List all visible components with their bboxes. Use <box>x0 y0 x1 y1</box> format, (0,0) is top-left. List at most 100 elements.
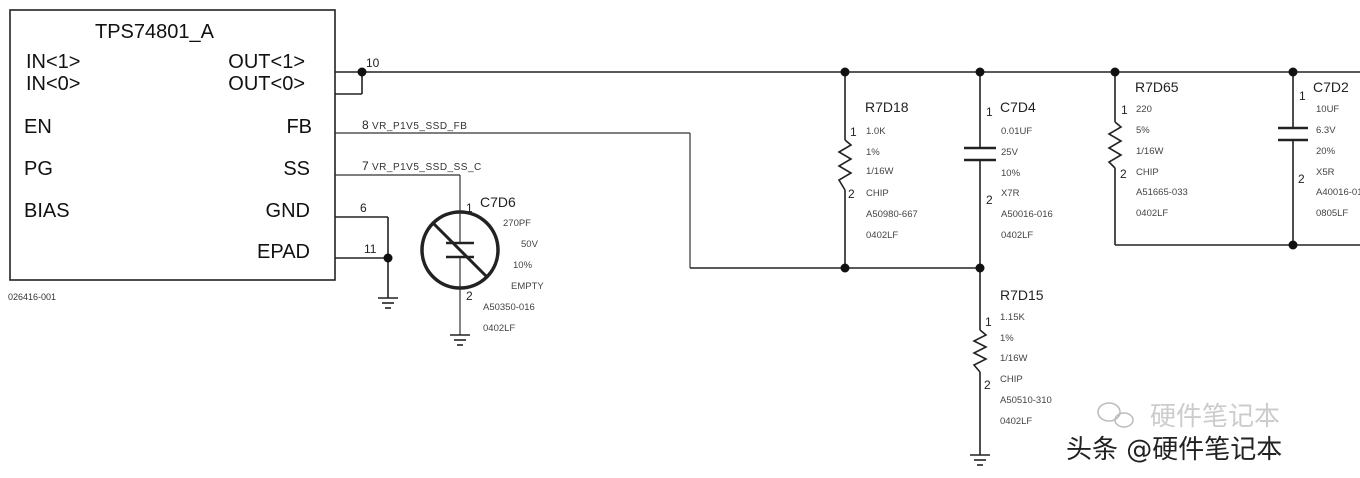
c7d2-pin2: 2 <box>1298 172 1305 186</box>
r7d18-value: 1.0K <box>866 126 886 137</box>
r7d65-power: 1/16W <box>1136 146 1163 157</box>
c7d4-value: 0.01UF <box>1001 126 1032 137</box>
c7d4-dielectric: X7R <box>1001 188 1020 199</box>
r7d65-part: A51665-033 <box>1136 187 1188 198</box>
r7d65-value: 220 <box>1136 104 1152 115</box>
c7d6-package: 0402LF <box>483 323 515 334</box>
watermark-top: 硬件笔记本 <box>1150 402 1280 432</box>
capacitor-c7d4: C7D4 1 2 0.01UF 25V 10% X7R A50016-016 0… <box>964 99 1053 241</box>
r7d18-part: A50980-667 <box>866 209 918 220</box>
r7d18-ref: R7D18 <box>865 99 909 115</box>
pin-label-fb: FB <box>286 116 312 138</box>
r7d15-zigzag <box>972 329 988 373</box>
pin-num-fb: 8 <box>362 118 369 132</box>
pin-label-pg: PG <box>24 158 53 180</box>
r7d15-type: CHIP <box>1000 374 1023 385</box>
c7d6-pin2: 2 <box>466 289 473 303</box>
r7d65-tolerance: 5% <box>1136 125 1150 136</box>
r7d65-type: CHIP <box>1136 167 1159 178</box>
pin-label-in1: IN<1> <box>26 51 80 73</box>
c7d2-part: A40016-016 <box>1316 187 1360 198</box>
junction-r7d18-top <box>840 67 850 77</box>
c7d6-pin1: 1 <box>466 201 473 215</box>
c7d2-value: 10UF <box>1316 104 1339 115</box>
pin-label-epad: EPAD <box>257 241 310 263</box>
r7d65-ref: R7D65 <box>1135 79 1179 95</box>
r7d15-power: 1/16W <box>1000 353 1027 364</box>
c7d4-tolerance: 10% <box>1001 168 1021 179</box>
c7d2-voltage: 6.3V <box>1316 125 1336 136</box>
capacitor-c7d6: 1 2 C7D6 270PF 50V 10% EMPTY A50350-016 … <box>420 194 544 334</box>
c7d2-package: 0805LF <box>1316 208 1348 219</box>
junction-c7d2-bot <box>1288 240 1298 250</box>
c7d2-pin1: 1 <box>1299 89 1306 103</box>
resistor-r7d65: R7D65 1 2 220 5% 1/16W CHIP A51665-033 0… <box>1107 79 1188 219</box>
ground-symbol-r7d15 <box>970 454 990 466</box>
pin-label-ss: SS <box>283 158 310 180</box>
r7d65-pin2: 2 <box>1120 167 1127 181</box>
pin-label-en: EN <box>24 116 52 138</box>
c7d4-package: 0402LF <box>1001 230 1033 241</box>
wechat-icon <box>1097 402 1134 428</box>
r7d15-tolerance: 1% <box>1000 333 1014 344</box>
ground-symbol-ic <box>378 297 398 309</box>
c7d2-dielectric: X5R <box>1316 167 1335 178</box>
resistor-r7d15: R7D15 1 2 1.15K 1% 1/16W CHIP A50510-310… <box>972 287 1052 427</box>
resistor-r7d18: R7D18 1 2 1.0K 1% 1/16W CHIP A50980-667 … <box>837 99 918 241</box>
junctions <box>357 67 1298 273</box>
c7d2-tolerance: 20% <box>1316 146 1336 157</box>
pin-num-epad: 11 <box>364 242 377 256</box>
ic-body <box>9 9 336 281</box>
junction-c7d2-top <box>1288 67 1298 77</box>
c7d6-tolerance: 10% <box>513 260 533 271</box>
c7d2-ref: C7D2 <box>1313 79 1349 95</box>
junction-r7d65-top <box>1110 67 1120 77</box>
c7d4-voltage: 25V <box>1001 147 1019 158</box>
pin-num-ss: 7 <box>362 159 369 173</box>
r7d15-ref: R7D15 <box>1000 287 1044 303</box>
pin-label-bias: BIAS <box>24 200 70 222</box>
r7d15-part: A50510-310 <box>1000 395 1052 406</box>
r7d18-tolerance: 1% <box>866 147 880 158</box>
pin-num-out: 10 <box>366 56 380 70</box>
junction-c7d4-top <box>975 67 985 77</box>
r7d65-package: 0402LF <box>1136 208 1168 219</box>
r7d15-package: 0402LF <box>1000 416 1032 427</box>
junction-gnd <box>383 253 393 263</box>
watermark: 硬件笔记本 头条 @硬件笔记本 <box>1066 402 1282 465</box>
pin-label-in0: IN<0> <box>26 73 80 95</box>
net-label-fb: VR_P1V5_SSD_FB <box>372 121 467 132</box>
c7d6-ref: C7D6 <box>480 194 516 210</box>
pin-num-gnd: 6 <box>360 201 367 215</box>
r7d15-pin1: 1 <box>985 315 992 329</box>
r7d18-zigzag <box>837 139 853 191</box>
c7d6-empty: EMPTY <box>511 281 544 292</box>
r7d18-type: CHIP <box>866 188 889 199</box>
pin-label-out1: OUT<1> <box>228 51 305 73</box>
pin-label-out0: OUT<0> <box>228 73 305 95</box>
r7d18-power: 1/16W <box>866 166 893 177</box>
junction-out <box>357 67 367 77</box>
r7d65-pin1: 1 <box>1121 103 1128 117</box>
wires: 10 8 VR_P1V5_SSD_FB 7 VR_P1V5_SSD_SS_C 6… <box>335 56 1360 455</box>
r7d18-pin1: 1 <box>850 125 857 139</box>
capacitor-c7d2: C7D2 1 2 10UF 6.3V 20% X5R A40016-016 08… <box>1278 79 1360 219</box>
watermark-bottom: 头条 @硬件笔记本 <box>1066 435 1282 465</box>
c7d4-ref: C7D4 <box>1000 99 1036 115</box>
r7d18-pin2: 2 <box>848 187 855 201</box>
net-label-ss: VR_P1V5_SSD_SS_C <box>372 162 482 173</box>
c7d6-cross-line <box>430 220 490 280</box>
c7d6-value: 270PF <box>503 218 531 229</box>
junction-fb-c7d4 <box>975 263 985 273</box>
r7d65-zigzag <box>1107 121 1123 169</box>
c7d6-voltage: 50V <box>521 239 539 250</box>
c7d4-part: A50016-016 <box>1001 209 1053 220</box>
c7d6-part: A50350-016 <box>483 302 535 313</box>
ic-tps74801: TPS74801_A IN<1> IN<0> EN PG BIAS OUT<1>… <box>8 9 336 302</box>
r7d15-pin2: 2 <box>984 378 991 392</box>
c7d4-pin1: 1 <box>986 105 993 119</box>
pin-label-gnd: GND <box>266 200 310 222</box>
junction-fb-r7d18 <box>840 263 850 273</box>
ic-part-number: 026416-001 <box>8 292 56 302</box>
